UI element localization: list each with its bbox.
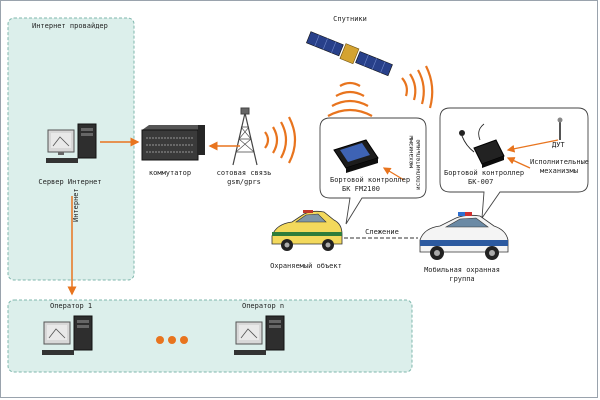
link-exec-mech-fm (382, 167, 405, 181)
mobile-group-label: Мобильная охранная (424, 266, 500, 274)
satellite-waves-left (327, 81, 373, 117)
operatorN-computer-icon (234, 315, 285, 355)
link-exec-mech-007 (506, 157, 531, 169)
satellite-icon (306, 31, 393, 77)
operator1-computer-icon (42, 315, 93, 355)
link-dut-007 (506, 139, 559, 153)
switch-label: коммутатор (148, 169, 192, 177)
bk-fm-mech-label: механизмы (408, 135, 415, 168)
guarded-object-car-icon (271, 210, 343, 251)
bk007-label: Бортовой контроллер (444, 169, 525, 177)
operator1-label: Оператор 1 (50, 302, 93, 310)
operators-panel (7, 299, 413, 373)
server-computer-icon (46, 123, 97, 163)
tracking-label: Слежение (365, 228, 399, 236)
gsm-label: сотовая связь (216, 169, 272, 177)
mobile-group2-label: группа (449, 275, 475, 283)
ellipsis-dots (156, 336, 188, 344)
server-label: Сервер Интернет (38, 178, 102, 186)
satellites-label: Спутники (333, 15, 367, 23)
exec-mech2-label: механизмы (540, 167, 578, 175)
gsm-sub-label: gsm/gprs (227, 178, 261, 186)
bk-fm2100-callout (319, 117, 427, 225)
guarded-object-label: Охраняемый объект (270, 262, 342, 270)
operatorN-label: Оператор n (242, 302, 285, 310)
bk-fm-model-label: БК FM2100 (342, 185, 380, 193)
internet-vertical-label: Интернет (72, 188, 80, 222)
tower-radio-waves (264, 116, 297, 164)
bk-fm2100-device-icon (333, 139, 379, 173)
fuel-sensor-icon (557, 117, 563, 140)
exec-mech-label: Исполнительные (530, 158, 590, 166)
bk007-model-label: БК-007 (468, 178, 494, 186)
connection-lines (67, 137, 559, 296)
bk007-device-icon (459, 123, 505, 168)
mobile-guard-car-icon (419, 212, 509, 260)
cell-tower-icon (232, 107, 258, 166)
provider-label: Интернет провайдер (32, 22, 108, 30)
dut-label: ДУТ (552, 141, 565, 149)
bk-fm-mech2-label: исполнительные (415, 139, 422, 190)
satellite-waves-right (401, 65, 434, 109)
bk-fm-label: Бортовой контроллер (330, 176, 411, 184)
switch-icon (141, 125, 205, 161)
